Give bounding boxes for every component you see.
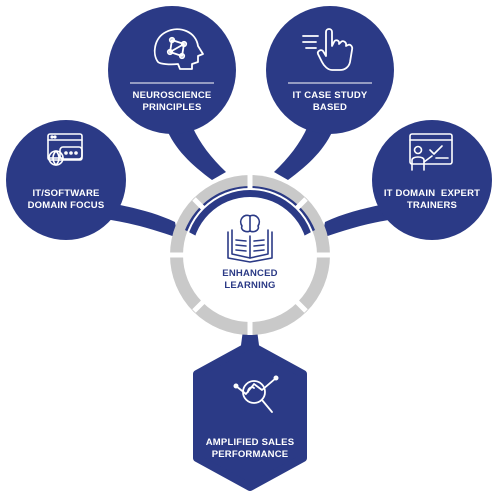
label-it-software: IT/SOFTWARE DOMAIN FOCUS	[16, 188, 116, 212]
expert-trainers-line-2: TRAINERS	[406, 200, 458, 211]
browser-globe-chat-icon	[47, 133, 83, 166]
label-sales: AMPLIFIED SALES PERFORMANCE	[195, 437, 305, 461]
neuroscience-line-1: NEUROSCIENCE	[132, 90, 212, 101]
it-software-line-1: IT/SOFTWARE	[32, 188, 100, 199]
center-line-1: ENHANCED	[222, 268, 278, 279]
label-center: ENHANCED LEARNING	[200, 268, 300, 292]
swipe-hand-icon	[302, 28, 354, 71]
label-case-study: IT CASE STUDY BASED	[280, 90, 380, 114]
expert-trainers-line-1: IT DOMAIN EXPERT	[383, 188, 481, 199]
node-sales	[193, 341, 307, 491]
node-expert-trainers	[372, 120, 492, 240]
center-line-2: LEARNING	[224, 280, 276, 291]
head-network-icon	[153, 28, 204, 70]
sales-line-2: PERFORMANCE	[211, 449, 289, 460]
presenter-board-icon	[409, 133, 453, 171]
node-it-software	[6, 120, 126, 240]
label-expert-trainers: IT DOMAIN EXPERT TRAINERS	[377, 188, 487, 212]
label-neuroscience: NEUROSCIENCE PRINCIPLES	[122, 90, 222, 114]
neuroscience-line-2: PRINCIPLES	[142, 102, 202, 113]
it-software-line-2: DOMAIN FOCUS	[27, 200, 105, 211]
sales-line-1: AMPLIFIED SALES	[205, 437, 295, 448]
brain-book-icon	[227, 214, 273, 263]
magnifier-chart-icon	[233, 375, 279, 413]
case-study-line-2: BASED	[312, 102, 348, 113]
case-study-line-1: IT CASE STUDY	[292, 90, 368, 101]
node-neuroscience	[108, 6, 236, 134]
ring-top-arc	[185, 185, 315, 238]
